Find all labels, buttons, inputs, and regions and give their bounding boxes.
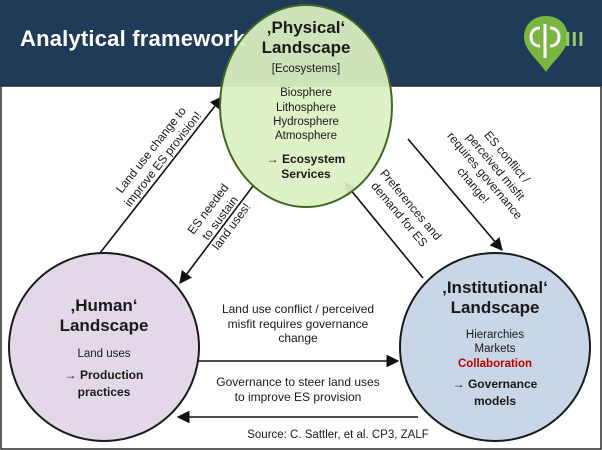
- logo-text: III: [565, 29, 585, 51]
- physical-subtitle: [Ecosystems]: [271, 62, 341, 75]
- institutional-result-line2: models: [473, 393, 516, 408]
- arrow-physical-to-institutional: [407, 138, 503, 251]
- label-line: change: [278, 331, 318, 346]
- human-result-line1: → Production: [64, 368, 144, 383]
- institutional-title-line1: ‚Institutional‘: [442, 278, 548, 297]
- physical-title-line2: Landscape: [261, 38, 351, 58]
- physical-title-line1: ‚Physical‘: [266, 18, 346, 37]
- label-line: Governance to steer land uses: [216, 375, 380, 389]
- human-result-line2: practices: [77, 385, 131, 400]
- physical-item: Hydrosphere: [273, 115, 339, 128]
- physical-result-line1: → Ecosystem: [266, 151, 346, 166]
- physical-item: Lithosphere: [275, 101, 337, 114]
- physical-landscape-content: ‚Physical‘ Landscape [Ecosystems] Biosph…: [219, 18, 393, 182]
- label-line: to improve ES provision: [234, 389, 362, 404]
- label-land-use-conflict: Land use conflict / perceived misfit req…: [198, 302, 398, 346]
- human-title-line1: ‚Human‘: [70, 296, 138, 315]
- human-item: Land uses: [77, 347, 131, 360]
- arrow-institutional-to-physical: [344, 182, 424, 279]
- slide-title: Analytical framework: [20, 26, 246, 51]
- human-landscape-content: ‚Human‘ Landscape Land uses → Production…: [8, 296, 200, 400]
- label-governance-steer: Governance to steer land uses to improve…: [198, 375, 398, 404]
- institutional-landscape-circle: [399, 252, 591, 442]
- physical-item: Biosphere: [280, 87, 332, 100]
- source-credit: Source: C. Sattler, et al. CP3, ZALF: [247, 429, 429, 441]
- arrow-human-to-physical: [99, 95, 223, 254]
- cp3-map-pin-logo-icon: [524, 16, 568, 72]
- institutional-item: Hierarchies: [465, 328, 525, 341]
- physical-item: Atmosphere: [274, 130, 337, 143]
- human-landscape-circle: [8, 252, 200, 442]
- institutional-title-line2: Landscape: [450, 298, 540, 318]
- label-line: Land use conflict / perceived: [221, 302, 375, 316]
- institutional-highlight: Collaboration: [457, 357, 533, 370]
- human-title-line2: Landscape: [59, 316, 149, 336]
- physical-result-line2: Services: [281, 166, 331, 181]
- institutional-item: Markets: [474, 343, 516, 356]
- institutional-result-line1: → Governance: [452, 376, 538, 391]
- arrow-physical-to-human: [179, 181, 257, 285]
- physical-landscape-circle: [219, 4, 393, 208]
- institutional-landscape-content: ‚Institutional‘ Landscape Hierarchies Ma…: [399, 278, 591, 409]
- label-line: misfit requires governance: [227, 316, 369, 331]
